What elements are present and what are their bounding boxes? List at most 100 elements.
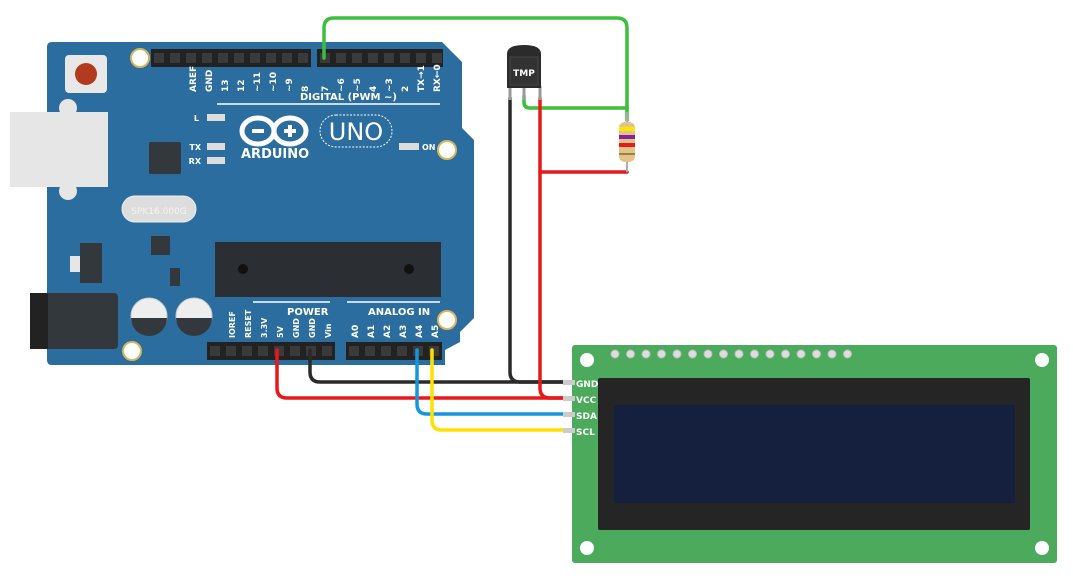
lcd-screen — [614, 405, 1015, 503]
lcd-header-pin — [703, 349, 713, 359]
header-socket[interactable] — [202, 53, 212, 63]
digital-pin-label: ~3 — [385, 78, 395, 92]
digital-pin-label: RX←0 — [433, 64, 443, 92]
digital-pin-label: ~6 — [337, 78, 347, 92]
power-pin-label: GND — [308, 318, 317, 338]
analog-pin-label: A1 — [367, 325, 377, 338]
lcd-header-pin — [796, 349, 806, 359]
mounting-hole — [122, 341, 142, 361]
header-socket[interactable] — [352, 53, 362, 63]
wire-yellow-scl[interactable] — [430, 348, 574, 432]
analog-pin-label: A5 — [431, 325, 441, 338]
mounting-hole — [437, 310, 457, 330]
mounting-hole — [130, 48, 150, 68]
digital-pin-label: ~9 — [285, 78, 295, 92]
header-socket[interactable] — [384, 53, 394, 63]
lcd-header-pin — [688, 349, 697, 359]
lcd-header-pin — [827, 349, 837, 359]
digital-pin-label: ~10 — [269, 72, 279, 92]
lcd-header-pin — [657, 349, 666, 359]
lcd-header-pin — [781, 349, 790, 359]
header-socket[interactable] — [274, 346, 284, 356]
usb-chip — [149, 142, 181, 174]
digital-pin-label: 12 — [237, 79, 247, 92]
lcd-header-pin — [672, 349, 682, 359]
header-socket[interactable] — [365, 346, 375, 356]
arduino-brand: ARDUINO — [241, 147, 309, 162]
lcd-pin-gnd: GND — [576, 380, 598, 390]
led-on-label: ON — [422, 143, 436, 152]
wire-red-5v[interactable] — [275, 348, 574, 400]
digital-title: DIGITAL (PWM ~) — [300, 92, 397, 103]
header-socket[interactable] — [298, 53, 308, 63]
digital-pin-label: ~5 — [353, 78, 363, 92]
power-header — [207, 342, 335, 360]
header-socket[interactable] — [266, 53, 276, 63]
lcd-pin-labels: GND VCC SDA SCL — [563, 380, 598, 438]
wires — [275, 16, 629, 432]
header-socket[interactable] — [226, 346, 236, 356]
power-pin-label: IOREF — [228, 311, 237, 338]
header-socket[interactable] — [432, 53, 442, 63]
header-socket[interactable] — [250, 53, 260, 63]
wire-blue-sda[interactable] — [415, 348, 574, 416]
header-socket[interactable] — [429, 346, 439, 356]
analog-pin-label: A3 — [399, 325, 409, 338]
lcd-header-pin — [610, 349, 620, 359]
header-socket[interactable] — [416, 53, 426, 63]
resistor[interactable] — [619, 112, 635, 172]
header-socket[interactable] — [349, 346, 359, 356]
lcd-header-pin — [843, 349, 852, 359]
lcd-header-pin — [765, 349, 775, 359]
arduino-model: UNO — [329, 118, 383, 146]
header-socket[interactable] — [336, 53, 346, 63]
header-socket[interactable] — [381, 346, 391, 356]
lcd-module[interactable]: GND VCC SDA SCL — [563, 345, 1057, 563]
header-socket[interactable] — [218, 53, 228, 63]
crystal — [121, 195, 197, 223]
header-socket[interactable] — [242, 346, 252, 356]
voltage-regulator — [80, 243, 102, 283]
temperature-sensor[interactable]: TMP — [507, 45, 542, 100]
arduino-logo — [239, 115, 309, 147]
lcd-pin-vcc: VCC — [576, 396, 597, 406]
power-pin-label: Vin — [324, 323, 333, 338]
atmega-chip — [215, 242, 441, 297]
header-socket[interactable] — [290, 346, 300, 356]
digital-pin-label: 2 — [401, 86, 411, 92]
header-socket[interactable] — [170, 53, 180, 63]
lcd-header-pin — [750, 349, 759, 359]
header-socket[interactable] — [154, 53, 164, 63]
lcd-header-pin — [734, 349, 744, 359]
header-socket[interactable] — [322, 346, 332, 356]
arduino-uno-board[interactable]: SPK16.000G ARDUINO UNO L TX RX — [10, 42, 474, 365]
lcd-pin-sda: SDA — [576, 412, 597, 422]
header-socket[interactable] — [282, 53, 292, 63]
header-socket[interactable] — [258, 346, 268, 356]
wire-green-sensor-out[interactable] — [522, 94, 629, 110]
led-rx-label: RX — [189, 157, 202, 166]
wire-red-sensor-vcc[interactable] — [538, 96, 574, 400]
digital-pin-label: AREF — [189, 66, 199, 92]
usb-port — [10, 112, 108, 187]
lcd-header-pin — [641, 349, 651, 359]
digital-pin-label: 7 — [321, 86, 331, 92]
digital-header-right — [317, 49, 443, 67]
wire-green-pin7[interactable] — [322, 16, 629, 122]
analog-pin-label: A0 — [351, 325, 361, 338]
header-socket[interactable] — [234, 53, 244, 63]
led-l-label: L — [194, 114, 199, 123]
header-socket[interactable] — [397, 346, 407, 356]
crystal-label: SPK16.000G — [131, 207, 187, 217]
header-socket[interactable] — [400, 53, 410, 63]
header-socket[interactable] — [210, 346, 220, 356]
wire-black-gnd[interactable] — [308, 348, 574, 384]
power-pin-label: GND — [292, 318, 301, 338]
header-socket[interactable] — [368, 53, 378, 63]
lcd-header-pin — [812, 349, 821, 359]
sensor-label: TMP — [513, 69, 535, 79]
digital-pin-label: 13 — [221, 79, 231, 92]
header-socket[interactable] — [186, 53, 196, 63]
digital-pin-label: TX→1 — [417, 65, 427, 92]
led-tx-label: TX — [189, 143, 201, 152]
